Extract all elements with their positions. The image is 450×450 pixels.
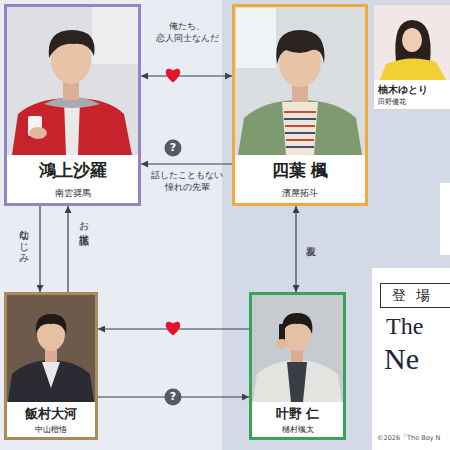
relation-arrow <box>67 206 68 292</box>
title-panel <box>372 268 450 450</box>
relation-label: お世話係 <box>77 214 89 229</box>
striped-shirt <box>282 102 318 155</box>
green-cardigan <box>238 100 362 155</box>
relation-label: 幼なじみ <box>17 222 29 259</box>
dark-shirt <box>287 362 307 402</box>
relation-arrow <box>295 206 296 292</box>
side-panel <box>440 183 450 255</box>
heading-frame <box>381 284 450 308</box>
question-circle <box>165 140 182 157</box>
relation-label: 俺たち、恋人同士なんだ <box>154 20 220 44</box>
hair <box>276 30 324 64</box>
character-card: 飯村大河中山楷悟 <box>4 292 98 440</box>
question-mark: ? <box>165 141 181 155</box>
character-name: 四葉 楓 <box>235 159 365 181</box>
inner-shirt <box>64 100 80 155</box>
shirt-stripes <box>284 119 316 147</box>
photo-window <box>92 4 141 64</box>
photo-background <box>4 4 141 155</box>
hair <box>36 314 67 334</box>
card-background <box>373 4 450 110</box>
question-circle <box>165 389 182 406</box>
relation-label: 話したこともない憧れの先輩 <box>150 169 224 193</box>
school-jacket <box>8 360 94 402</box>
phone <box>279 324 285 341</box>
logo-text: Ne <box>384 342 419 376</box>
red-hoodie <box>12 98 132 155</box>
hand <box>29 127 47 139</box>
character-name: 柚木ゆとり <box>378 84 450 96</box>
photo-background <box>232 4 368 155</box>
question-mark: ? <box>165 390 181 404</box>
photo-background <box>249 292 346 402</box>
actor-name: 南雲奨馬 <box>7 187 138 199</box>
card-background <box>232 4 368 206</box>
character-name: 鴻上沙羅 <box>7 159 138 181</box>
card-background <box>4 4 141 206</box>
photo-background <box>373 4 450 80</box>
character-card: 四葉 楓濱屋拓斗 <box>232 4 368 206</box>
card-background <box>249 292 346 440</box>
heart-symbol <box>166 322 180 336</box>
character-card: 柚木ゆとり田野優花 <box>373 4 450 110</box>
actor-name: 中山楷悟 <box>7 424 95 435</box>
hair <box>282 313 313 334</box>
hand <box>276 339 288 349</box>
relation-arrow <box>141 75 232 76</box>
actor-name: 樋村颯太 <box>252 424 343 435</box>
copyright-note: ©2026「The Boy N <box>377 434 440 443</box>
character-card: 叶野 仁樋村颯太 <box>249 292 346 440</box>
face <box>402 28 422 52</box>
photo-window <box>236 8 276 68</box>
yellow-hoodie <box>380 58 446 80</box>
relation-arrow <box>39 206 40 292</box>
relation-arrow <box>141 163 232 164</box>
actor-name: 濱屋拓斗 <box>235 187 365 199</box>
character-name: 飯村大河 <box>7 405 95 422</box>
section-heading: 登場 <box>392 286 440 304</box>
card-background <box>4 292 98 440</box>
background-panel <box>222 0 450 450</box>
heart-symbol <box>166 69 180 83</box>
hair <box>395 20 430 62</box>
character-name: 叶野 仁 <box>252 405 343 422</box>
character-card: 鴻上沙羅南雲奨馬 <box>4 4 141 206</box>
relation-arrow <box>98 328 249 329</box>
relation-label: 親友 <box>304 238 316 240</box>
shirt-stripes <box>284 112 316 140</box>
actor-name: 田野優花 <box>378 97 450 107</box>
photo-background <box>4 292 98 402</box>
white-shirt <box>42 362 60 388</box>
hair <box>49 30 95 58</box>
logo-text: The <box>386 312 423 340</box>
light-jacket <box>253 360 342 402</box>
